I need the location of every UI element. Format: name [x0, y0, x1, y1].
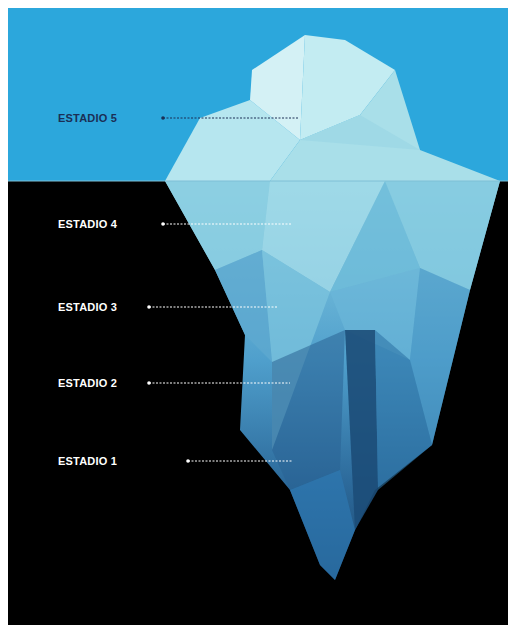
- stage-label: ESTADIO 4: [58, 217, 117, 231]
- water-line: [8, 181, 508, 182]
- stage-label: ESTADIO 2: [58, 376, 117, 390]
- sea-band: [8, 181, 508, 625]
- stage-label: ESTADIO 5: [58, 111, 117, 125]
- iceberg-underwater: [165, 181, 500, 580]
- sky-band: [8, 8, 508, 182]
- stage-label: ESTADIO 3: [58, 300, 117, 314]
- leader-lines: [147, 116, 298, 463]
- stage-label: ESTADIO 1: [58, 454, 117, 468]
- iceberg-facets: [165, 181, 500, 580]
- iceberg-tip: [165, 35, 500, 181]
